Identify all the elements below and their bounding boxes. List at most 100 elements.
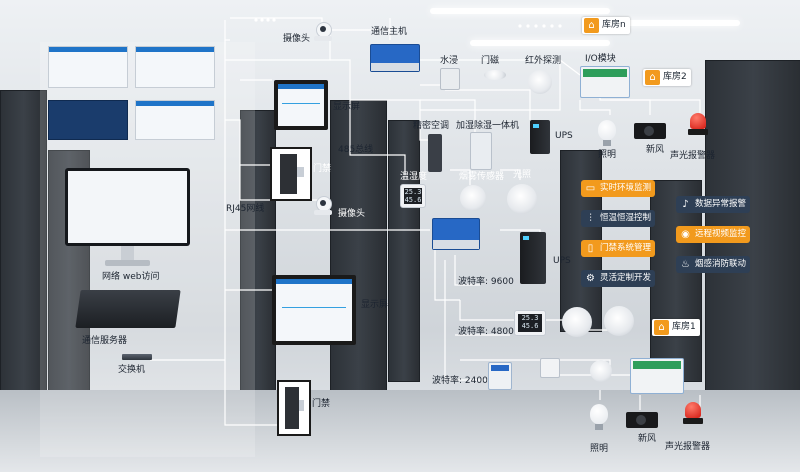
monitor-stand <box>121 246 134 260</box>
bell-icon: ♪ <box>682 199 689 210</box>
door-leaf <box>279 154 297 194</box>
home-icon: ⌂ <box>645 70 660 85</box>
switch-icon <box>122 354 152 360</box>
screen-header <box>49 47 127 52</box>
label-alarm-bottom: 声光报警器 <box>665 442 711 452</box>
label-water: 水浸 <box>440 56 459 66</box>
server-rack <box>330 100 387 402</box>
room-tag-2[interactable]: ⌂库房2 <box>643 69 691 86</box>
label-lighting-top: 照明 <box>598 150 617 160</box>
monitor-screen <box>68 171 187 243</box>
label-baud-9600: 波特率: 9600 <box>458 277 514 287</box>
camera-base <box>314 36 332 41</box>
feature-climate-control[interactable]: ⫶ 恒温恒湿控制 <box>581 210 656 227</box>
precision-ac-device <box>428 134 442 172</box>
dashboard-screen <box>135 46 215 88</box>
server-rack <box>388 120 420 382</box>
room-tag-1[interactable]: ⌂库房1 <box>652 319 700 336</box>
feature-custom-dev[interactable]: ⚙灵活定制开发 <box>581 270 656 287</box>
fan-grill <box>644 126 654 136</box>
screen-header <box>276 279 352 284</box>
camera-icon <box>312 22 334 42</box>
lcd-hum: 45.6 <box>521 322 539 330</box>
label-network-web: 网络 web访问 <box>102 272 160 282</box>
feature-label: 恒温恒湿控制 <box>600 213 652 223</box>
alarm-icon <box>683 402 703 424</box>
dashboard-screen <box>48 100 128 140</box>
room-tag-label: 库房n <box>602 20 626 30</box>
device-terminal-strip <box>371 63 419 71</box>
label-camera-mid: 摄像头 <box>338 209 366 219</box>
label-fresh-air-top: 新风 <box>646 145 665 155</box>
label-485-bus: 485总线 <box>338 145 374 155</box>
ceiling-light <box>470 40 610 46</box>
device-terminal-strip <box>433 240 479 249</box>
door-lock <box>298 400 304 411</box>
camera-base <box>314 210 332 215</box>
label-humidifier: 加湿除湿一体机 <box>456 121 520 131</box>
ups-display <box>533 124 539 128</box>
door-magnet-icon <box>484 70 506 80</box>
screen-trend <box>281 102 321 115</box>
label-infrared: 红外探测 <box>525 56 562 66</box>
door-lock <box>296 166 304 177</box>
camera-icon <box>312 196 334 216</box>
display-screen-content <box>278 84 324 126</box>
camera-lens <box>320 26 326 32</box>
fresh-air-icon <box>634 123 666 139</box>
lcd-hum: 45.6 <box>404 196 422 204</box>
sliders-icon: ⫶ <box>589 213 592 224</box>
label-rj45: RJ45网线 <box>226 204 265 214</box>
fire-icon: ♨ <box>681 259 690 270</box>
ups-device-top <box>530 120 550 154</box>
label-comm-server: 通信服务器 <box>82 336 128 346</box>
monitor-frame <box>65 168 190 246</box>
feature-remote-video[interactable]: ◉远程视频监控 <box>676 226 751 243</box>
camera-icon: ◉ <box>681 229 690 240</box>
dashboard-screen <box>135 100 215 140</box>
ups-display <box>523 236 529 240</box>
label-smoke: 烟雾传感器 <box>459 172 505 182</box>
feature-data-alarm[interactable]: ♪数据异常报警 <box>676 196 751 213</box>
alarm-dome <box>685 402 701 418</box>
home-icon: ⌂ <box>584 18 599 33</box>
ceiling-light <box>620 20 740 26</box>
display-screen-top <box>274 80 328 130</box>
bulb-glass <box>598 120 616 140</box>
feature-smoke-fire[interactable]: ♨ 烟感消防联动 <box>676 256 751 273</box>
light-sensor-icon <box>507 184 537 214</box>
label-door-access-bottom: 门禁 <box>312 399 331 409</box>
label-precision-ac: 精密空调 <box>413 121 450 131</box>
bulb-cap <box>595 424 603 430</box>
gear-icon: ⚙ <box>586 273 595 284</box>
label-door-mag: 门磁 <box>481 56 500 66</box>
feature-realtime-monitoring[interactable]: ▭实时环境监测 <box>581 180 656 197</box>
label-camera-top: 摄像头 <box>283 34 311 44</box>
meter-device <box>488 362 512 390</box>
feature-label: 烟感消防联动 <box>695 259 747 269</box>
label-door-access-top: 门禁 <box>313 164 332 174</box>
bulb-glass <box>590 404 608 424</box>
label-baud-4800: 波特率: 4800 <box>458 327 514 337</box>
home-icon: ⌂ <box>654 320 669 335</box>
lighting-icon <box>590 404 608 430</box>
feature-label: 门禁系统管理 <box>600 243 652 253</box>
feature-door-management[interactable]: ▯门禁系统管理 <box>581 240 656 257</box>
server-rack <box>0 90 47 422</box>
feature-label: 实时环境监测 <box>600 183 652 193</box>
alarm-icon <box>688 113 708 135</box>
room-tag-n[interactable]: ⌂库房n <box>582 17 630 34</box>
label-lighting-bottom: 照明 <box>590 444 609 454</box>
label-baud-2400: 波特率: 2400 <box>432 376 488 386</box>
infrared-sensor-icon <box>528 70 552 94</box>
label-temp-hum: 温湿度 <box>400 172 428 182</box>
label-fresh-air-bottom: 新风 <box>638 434 657 444</box>
comm-host-device-mid <box>432 218 480 250</box>
label-main-host-top: 通信主机 <box>371 27 408 37</box>
